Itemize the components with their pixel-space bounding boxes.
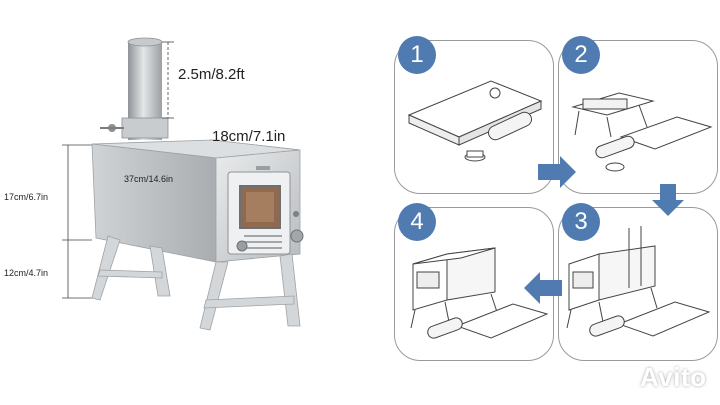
air-vents bbox=[244, 235, 282, 249]
step-3-illustration bbox=[566, 226, 711, 337]
step-2-badge: 2 bbox=[562, 36, 600, 74]
step-3-badge: 3 bbox=[562, 203, 600, 241]
avito-logo-icon bbox=[613, 369, 636, 389]
step-2-illustration bbox=[571, 92, 713, 172]
chimney-height-label: 2.5m/8.2ft bbox=[178, 66, 245, 83]
watermark-text: Avito bbox=[640, 362, 707, 392]
step-4-badge: 4 bbox=[398, 203, 436, 241]
watermark: Avito bbox=[640, 362, 707, 393]
door-hinge bbox=[293, 211, 299, 217]
width-label: 37cm/14.6in bbox=[124, 174, 174, 184]
door-window-glass bbox=[246, 192, 274, 222]
step-1-illustration bbox=[407, 80, 543, 162]
chimney-top bbox=[127, 37, 163, 47]
step-3-panel bbox=[558, 207, 718, 361]
top-vent bbox=[256, 166, 270, 170]
stove-legs bbox=[91, 235, 301, 331]
step-1-badge: 1 bbox=[398, 36, 436, 74]
chimney-collar bbox=[121, 117, 169, 139]
leg-height-label: 12cm/4.7in bbox=[4, 268, 49, 278]
vent-knob bbox=[236, 240, 248, 252]
body-height-label: 17cm/6.7in bbox=[4, 192, 49, 202]
step-4-illustration bbox=[410, 247, 549, 339]
depth-label: 18cm/7.1in bbox=[212, 128, 286, 145]
tent-stove-illustration bbox=[62, 37, 304, 331]
door-latch bbox=[290, 229, 304, 243]
